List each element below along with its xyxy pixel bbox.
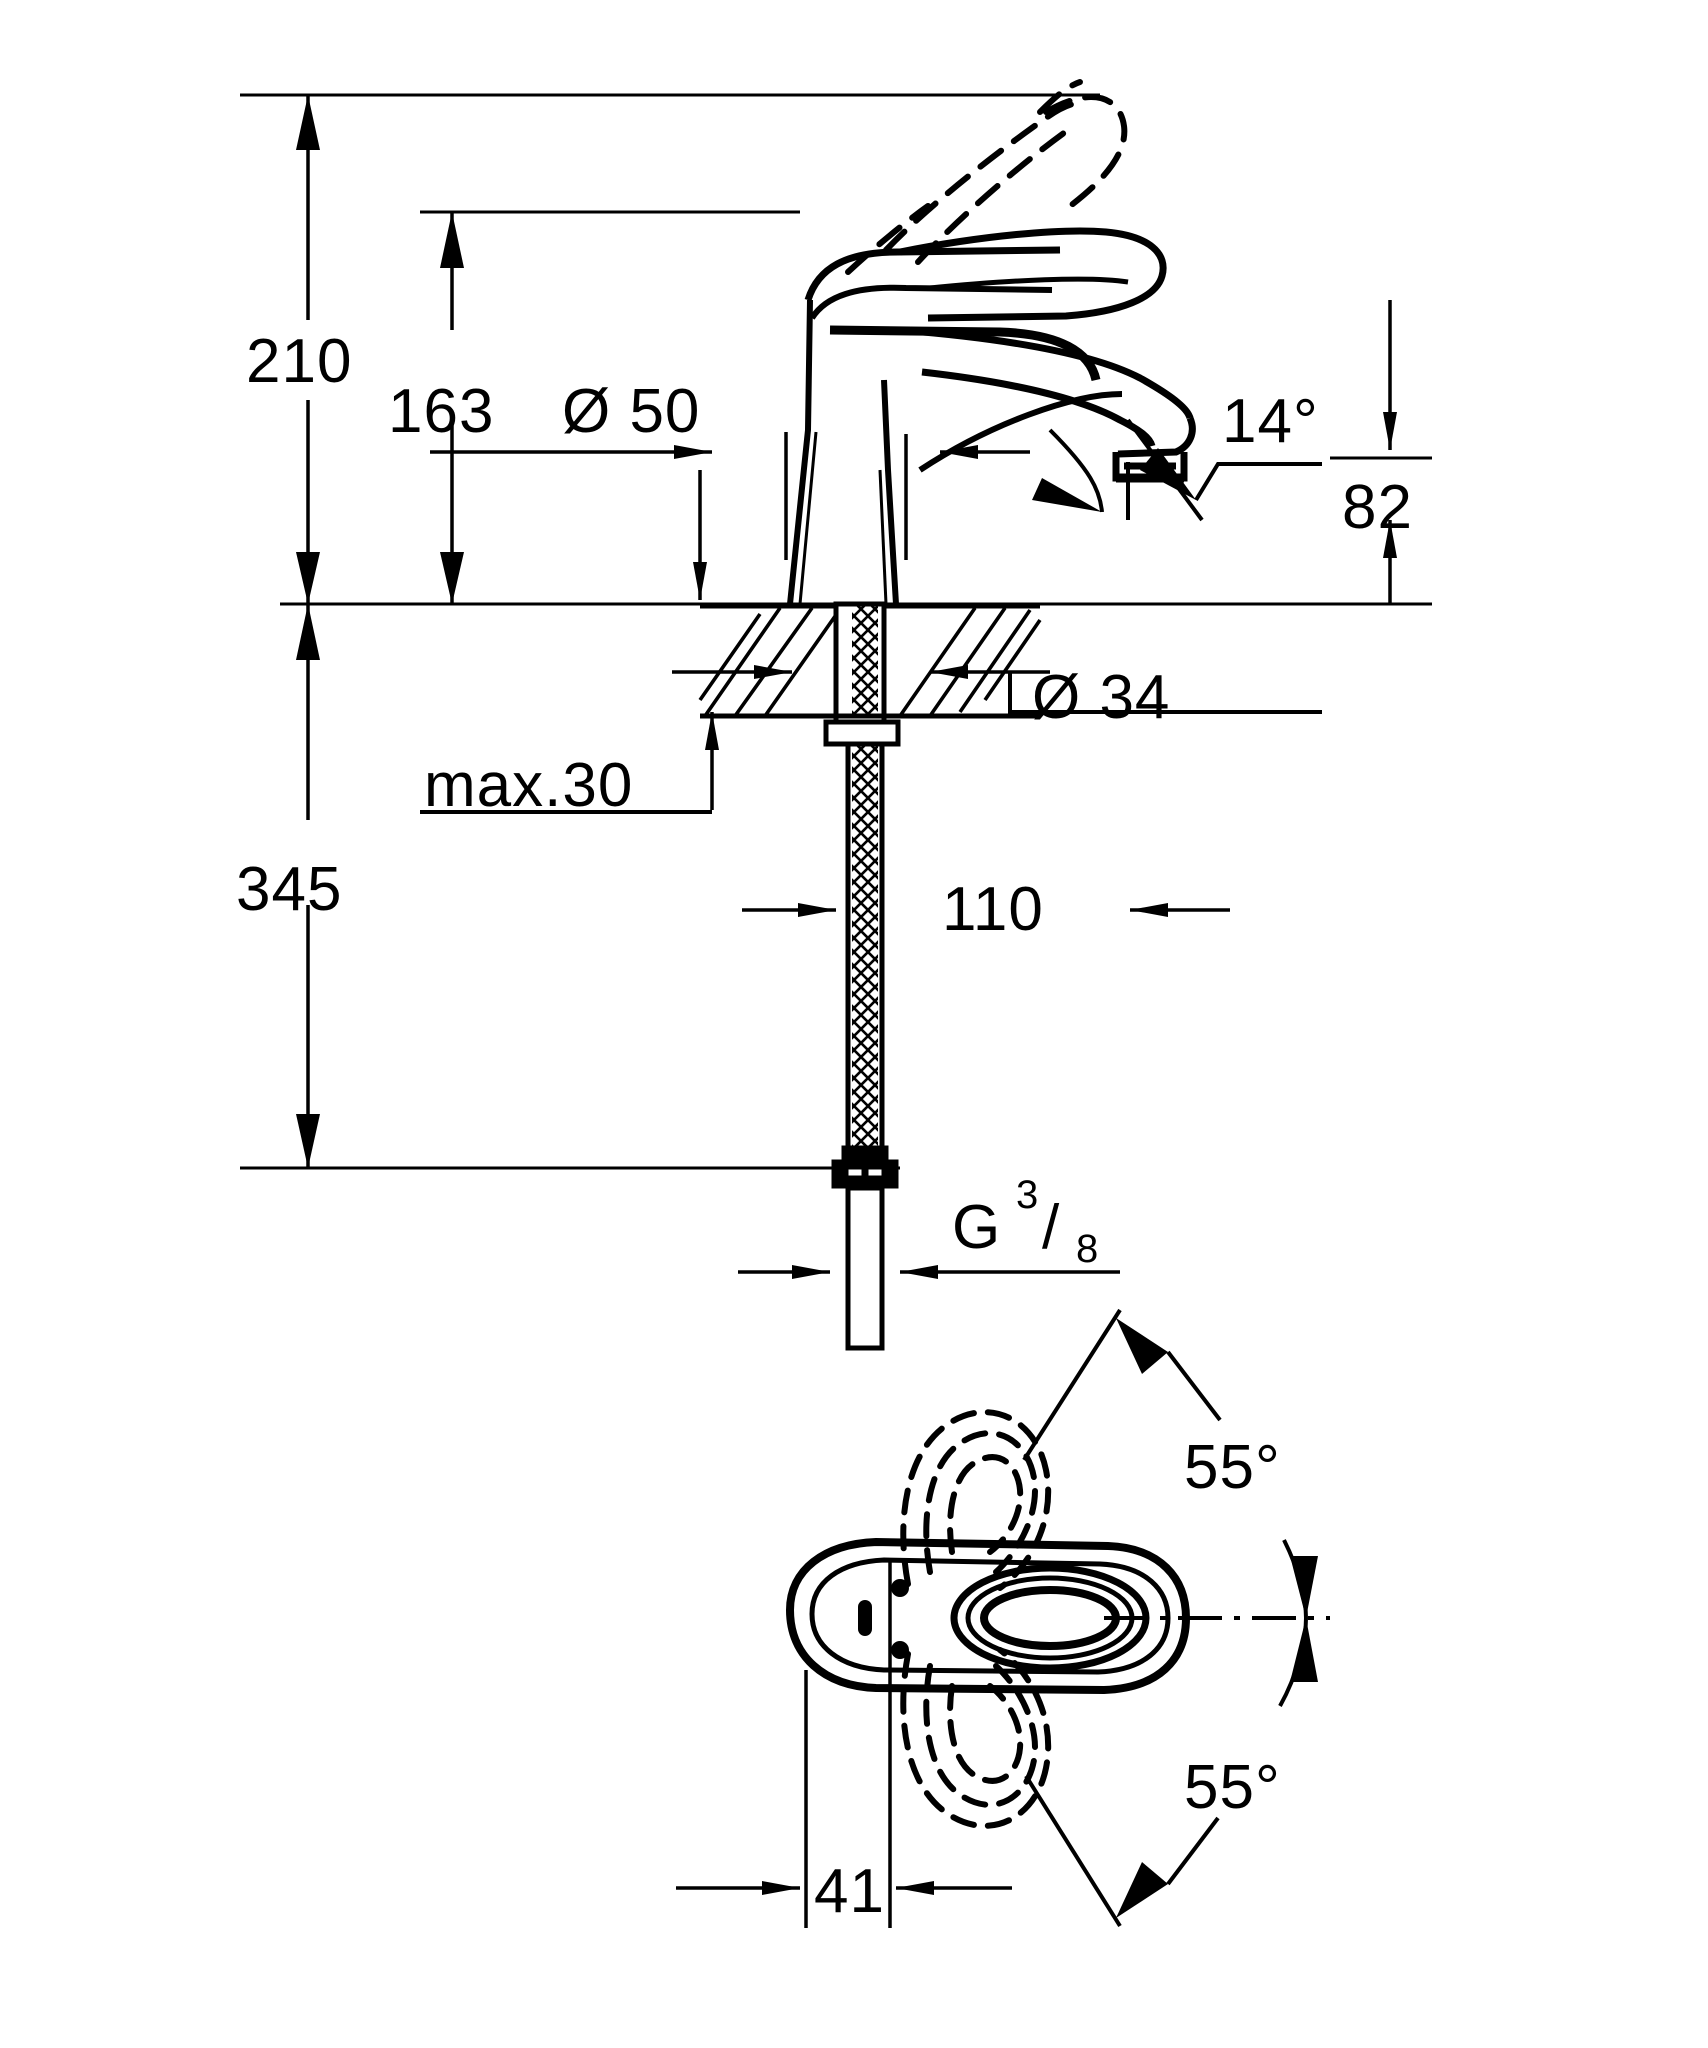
swivel-down-ray-outer <box>1166 1816 1220 1886</box>
lever-bezel-inner <box>980 1586 1120 1650</box>
lever-raised-ghost-tip <box>1043 94 1128 215</box>
dim-210-arrow-up <box>296 95 320 150</box>
dim-label-82: 82 <box>1342 473 1413 542</box>
swivel-up-ray-outer <box>1166 1350 1222 1422</box>
faucet-side-elevation <box>280 79 1420 1351</box>
counter-section-left <box>698 606 840 718</box>
dim-210-arrow-down <box>296 552 320 604</box>
swivel-down-arc-arrow <box>1290 1618 1318 1682</box>
spout-nose-outline <box>1117 416 1196 458</box>
dim-d34-leader <box>1008 672 1322 714</box>
dim-label-210: 210 <box>246 327 352 396</box>
threaded-shank <box>823 601 901 1167</box>
dim-14deg-arc <box>1048 428 1104 513</box>
cartridge-top-left <box>804 246 1061 302</box>
lever-upper-detail <box>929 276 1129 291</box>
lock-nut <box>823 719 901 747</box>
dim-label-110: 110 <box>942 875 1044 944</box>
lever-top-view <box>785 1409 1330 1829</box>
lever-dot-upper <box>891 1579 909 1597</box>
body-right-outline <box>881 379 899 605</box>
dim-label-d50: Ø 50 <box>562 377 700 446</box>
dimension-lines-left <box>240 93 1100 1170</box>
swivel-up-arrowhead <box>1116 1318 1168 1374</box>
dim-label-thread-slash: / <box>1042 1193 1060 1262</box>
lever-dot-lower <box>891 1641 909 1659</box>
swivel-up-ray-inner <box>1022 1308 1122 1462</box>
spout-under-outline <box>921 368 1156 448</box>
lever-index-mark <box>858 1600 872 1636</box>
dim-345-arrow-down <box>296 1114 320 1168</box>
dim-163-arrow-down <box>440 552 464 604</box>
lever-upper-outline <box>899 227 1167 322</box>
swivel-down-arrowhead <box>1116 1862 1168 1918</box>
dim-163-arrow-up <box>440 212 464 268</box>
spout-top-outline <box>899 326 1194 420</box>
dimension-lines-horizontal <box>420 300 1432 1279</box>
dim-label-d34: Ø 34 <box>1032 663 1170 732</box>
cartridge-mid <box>809 284 1053 320</box>
swivel-dimension-group <box>676 1308 1318 1928</box>
lever-ghost-down <box>900 1647 1052 1829</box>
lever-inner-outline <box>809 1557 1171 1675</box>
dim-label-swivel-down: 55° <box>1184 1753 1281 1822</box>
dim-14deg-arrowhead-left <box>1032 478 1102 512</box>
dim-label-thread-denominator: 8 <box>1076 1227 1099 1271</box>
cartridge-under <box>829 325 1101 382</box>
dim-label-41: 41 <box>814 1857 885 1926</box>
body-right-inner <box>878 469 888 605</box>
swivel-up-arc-arrow <box>1290 1556 1318 1618</box>
counter-section-right <box>898 606 1042 718</box>
dim-345-arrow-up <box>296 604 320 660</box>
dim-label-14deg: 14° <box>1222 387 1319 456</box>
dim-label-max30: max.30 <box>424 751 633 820</box>
dim-label-345: 345 <box>236 855 342 924</box>
dim-label-thread-group: G 3 / 8 <box>952 1173 1099 1271</box>
dim-label-163: 163 <box>388 377 494 446</box>
body-left-inner <box>798 431 818 605</box>
body-left-outline <box>787 299 813 605</box>
lever-ghost-up <box>900 1409 1052 1591</box>
swivel-down-ray-inner <box>1024 1774 1122 1928</box>
lever-raised-ghost <box>845 79 1089 275</box>
dim-label-thread-g: G <box>952 1193 1001 1262</box>
dim-14deg-arrowhead-right <box>1140 448 1196 500</box>
hose-end-fitting <box>831 1145 899 1351</box>
dim-label-thread-numerator: 3 <box>1016 1173 1039 1217</box>
dim-14deg-leader <box>1194 462 1322 502</box>
dim-label-swivel-up: 55° <box>1184 1433 1281 1502</box>
